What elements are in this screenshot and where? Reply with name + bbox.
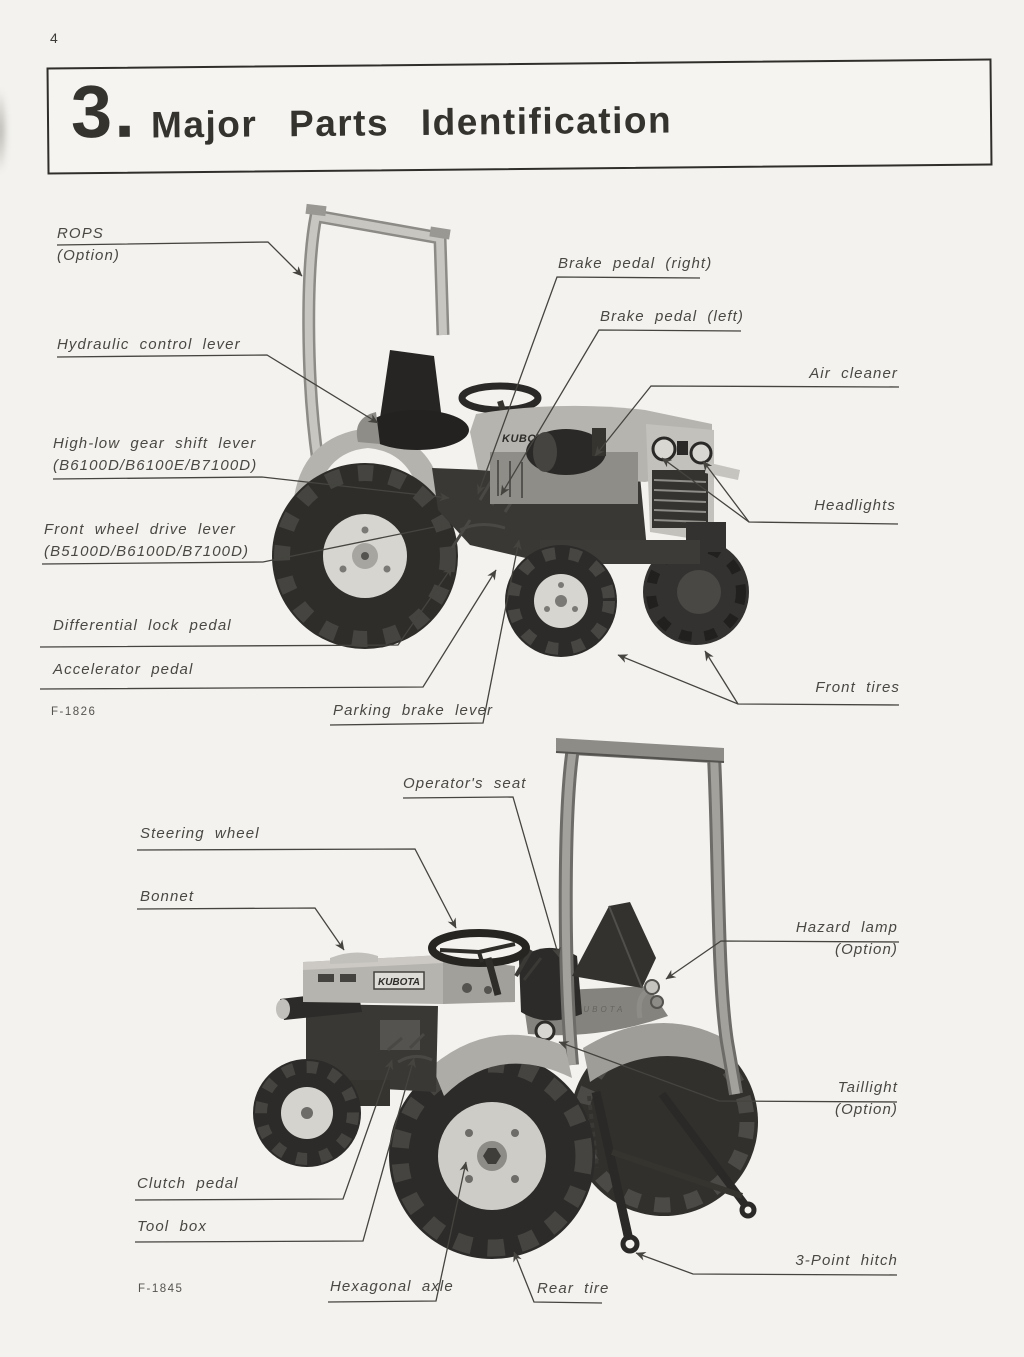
leader-brake-pedal-left (500, 329, 742, 496)
label-headlights: Headlights (814, 497, 896, 514)
label-air-cleaner: Air cleaner (809, 365, 898, 382)
leader-steering-wheel (136, 848, 457, 929)
leader-parking-brake-lever (329, 539, 522, 726)
leader-high-low-gear-shift-lever (52, 476, 450, 502)
headlight-right (689, 441, 713, 465)
label-clutch-pedal: Clutch pedal (137, 1175, 239, 1192)
label-brake-pedal-right: Brake pedal (right) (558, 255, 713, 272)
leader-clutch-pedal (134, 1059, 394, 1201)
label-accelerator-pedal: Accelerator pedal (53, 661, 194, 678)
label-rops: ROPS (Option) (57, 225, 120, 264)
taillight-part (534, 1020, 556, 1042)
leader-hydraulic-control-lever (56, 354, 379, 424)
leader-front-wheel-drive-lever (41, 521, 450, 565)
seat (356, 350, 469, 450)
steering-wheel-part (428, 929, 530, 996)
leader-taillight (558, 1041, 898, 1103)
leader-headlights-2 (702, 460, 750, 523)
linkage-cluster (387, 1032, 433, 1064)
leader-accelerator-pedal (39, 569, 497, 690)
leader-air-cleaner (594, 385, 900, 457)
label-tool-box: Tool box (137, 1218, 207, 1235)
label-taillight: Taillight (Option) (835, 1079, 898, 1118)
tractor-rear-view-illustration: KUBOTA (253, 738, 758, 1259)
three-point-hitch-part (587, 1091, 757, 1254)
leader-bonnet (136, 907, 345, 951)
label-steering-wheel: Steering wheel (140, 825, 260, 842)
leader-front-tires-2 (704, 650, 739, 705)
label-front-wheel-drive-lever: Front wheel drive lever (B5100D/B6100D/B… (44, 521, 250, 560)
near-rear-wheel (389, 1053, 595, 1259)
label-rear-tire: Rear tire (537, 1280, 610, 1297)
hazard-lamp-triangle (572, 902, 656, 989)
brand-logo-figure2: KUBOTA (378, 977, 420, 988)
near-front-wheel (505, 545, 617, 657)
label-operators-seat: Operator's seat (403, 775, 527, 792)
label-3-point-hitch: 3-Point hitch (795, 1252, 898, 1269)
label-bonnet: Bonnet (140, 888, 195, 905)
scan-smudge (0, 88, 8, 174)
label-front-tires: Front tires (815, 679, 900, 696)
leader-rops (56, 241, 303, 277)
leader-rear-tire (513, 1251, 603, 1304)
leader-differential-lock-pedal (39, 566, 453, 648)
leader-hexagonal-axle (327, 1161, 469, 1303)
page-number: 4 (50, 30, 58, 46)
rear-wheel (272, 463, 458, 649)
label-hexagonal-axle: Hexagonal axle (330, 1278, 454, 1295)
label-brake-pedal-left: Brake pedal (left) (600, 308, 745, 325)
rops-bar-rear-figure (555, 738, 743, 1096)
hazard-lamp-part (636, 979, 664, 1019)
leader-3-point-hitch (635, 1252, 898, 1276)
hexagonal-axle-part (483, 1148, 501, 1164)
label-hazard-lamp: Hazard lamp (Option) (795, 919, 898, 958)
figure2-code: F-1845 (138, 1283, 184, 1295)
leader-operators-seat (402, 796, 561, 958)
figure1-code: F-1826 (51, 706, 97, 718)
label-hydraulic-control-lever: Hydraulic control lever (57, 336, 241, 353)
brand-logo-figure2-tank: KUBOTA (575, 1005, 625, 1014)
leader-tool-box (134, 1057, 416, 1243)
leader-lines (39, 241, 900, 1304)
exhaust-pipe (705, 462, 740, 480)
label-differential-lock-pedal: Differential lock pedal (53, 617, 232, 634)
leader-hazard-lamp (665, 940, 900, 980)
bonnet-part: KUBOTA (303, 952, 443, 1004)
label-high-low-gear-shift-lever: High-low gear shift lever (B6100D/B6100E… (53, 435, 258, 474)
leader-brake-pedal-right (477, 276, 701, 495)
front-wheel-part (253, 1059, 361, 1167)
headlight-left (651, 436, 677, 462)
front-grille (646, 424, 714, 542)
label-parking-brake-lever: Parking brake lever (333, 702, 494, 719)
